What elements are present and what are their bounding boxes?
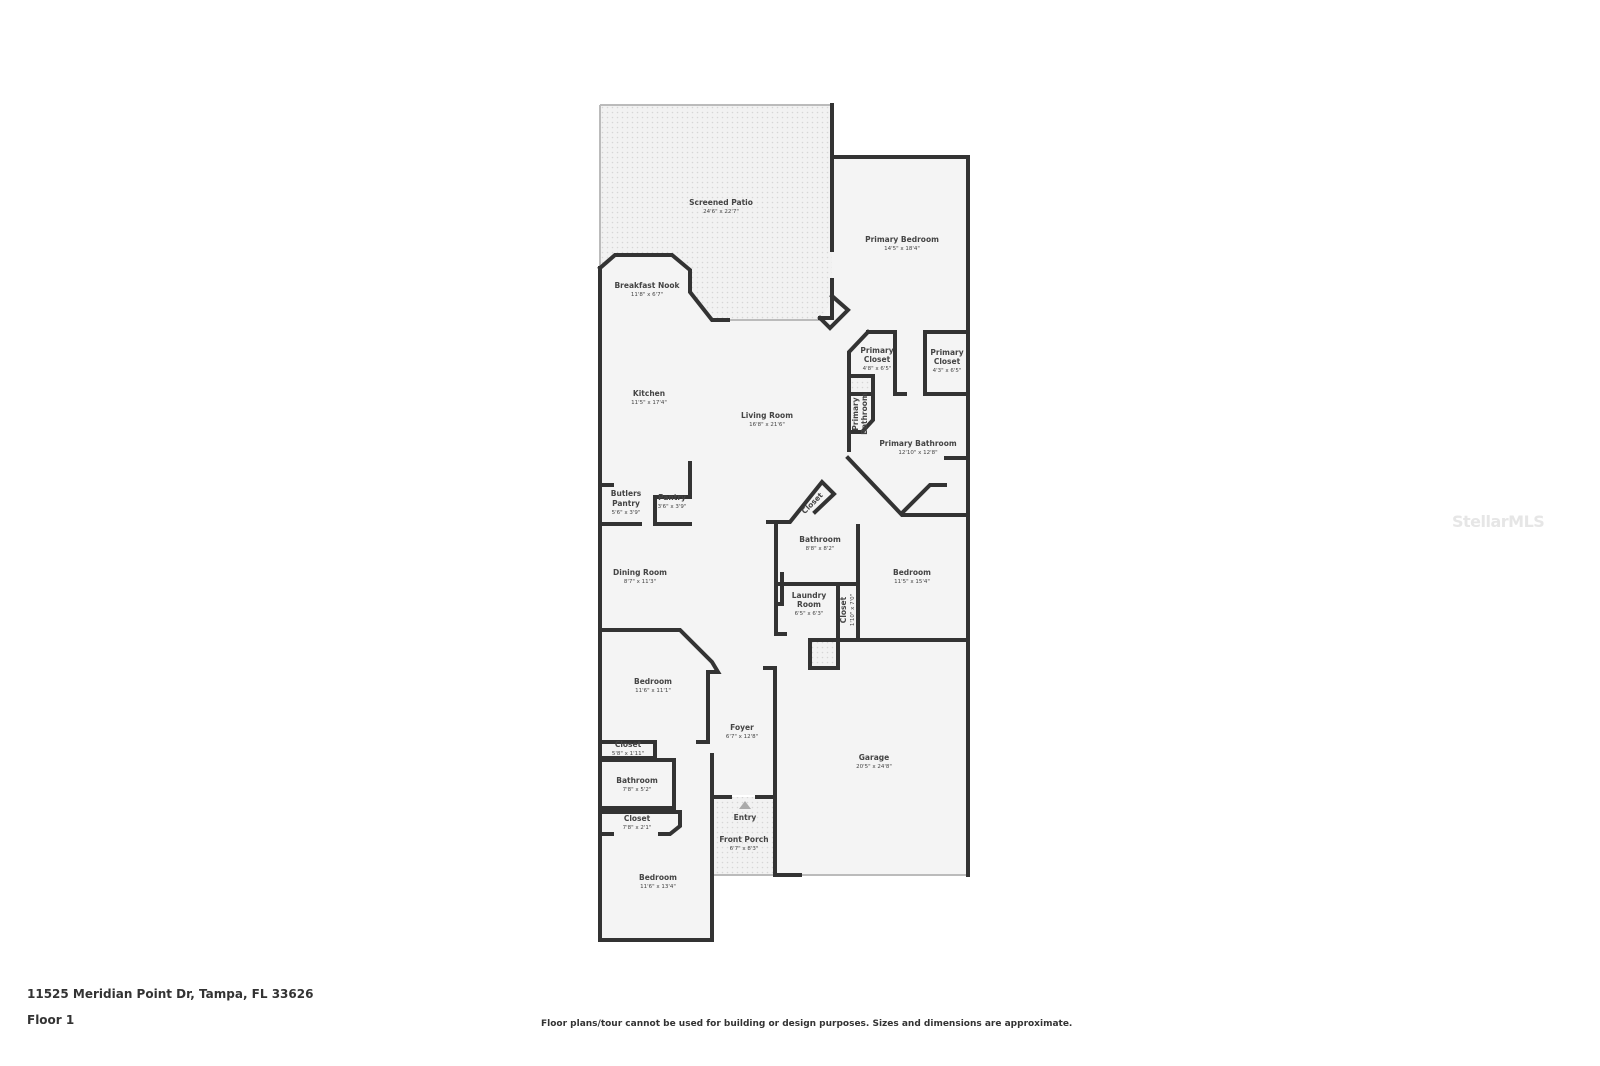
room-name: Front Porch	[719, 835, 768, 844]
front-porch-floor	[712, 797, 775, 875]
walls	[597, 103, 970, 942]
room-dims: 8'8" x 8'2"	[806, 546, 835, 552]
room-name: Room	[797, 600, 821, 609]
room-name: Closet	[839, 596, 848, 623]
room-name: Entry	[734, 813, 757, 822]
room-name: Garage	[859, 753, 889, 762]
room-name: Screened Patio	[689, 198, 753, 207]
room-name: Primary	[930, 348, 963, 357]
room-name: Primary	[851, 397, 860, 430]
entry-arrow-icon	[739, 801, 751, 809]
room-dims: 7'8" x 5'2"	[623, 787, 652, 793]
room-name: Closet	[864, 355, 891, 364]
room-dims: 8'7" x 11'3"	[624, 579, 656, 585]
room-dims: 11'6" x 13'4"	[640, 884, 676, 890]
room-dims: 20'5" x 24'8"	[856, 764, 892, 770]
disclaimer: Floor plans/tour cannot be used for buil…	[541, 1019, 1073, 1029]
room-dims: 5'8" x 1'11"	[612, 751, 644, 757]
room-name: Closet	[624, 814, 651, 823]
room-dims: 24'6" x 22'7"	[703, 209, 739, 215]
room-dims: 14'5" x 18'4"	[884, 246, 920, 252]
room-dims: 5'6" x 3'9"	[612, 510, 641, 516]
room-name: Foyer	[730, 723, 754, 732]
interior-floor	[600, 157, 968, 940]
property-address: 11525 Meridian Point Dr, Tampa, FL 33626	[27, 987, 314, 1001]
room-name: Pantry	[658, 493, 686, 502]
windows	[599, 104, 968, 876]
room-name: Dining Room	[613, 568, 667, 577]
room-dims: 11'5" x 15'4"	[894, 579, 930, 585]
room-name: Primary Bedroom	[865, 235, 939, 244]
room-dims: 1'10" x 7'0"	[850, 594, 856, 626]
room-dims: 3'6" x 3'9"	[658, 504, 687, 510]
room-labels: Screened Patio 24'6" x 22'7" Primary Bed…	[611, 198, 964, 890]
room-name: Closet	[934, 357, 961, 366]
room-dims: 7'8" x 2'1"	[623, 825, 652, 831]
room-dims: 12'10" x 12'8"	[898, 450, 937, 456]
room-name: Breakfast Nook	[614, 281, 680, 290]
room-dims: 11'8" x 6'7"	[631, 292, 663, 298]
room-dims: 11'6" x 11'1"	[635, 688, 671, 694]
closet-floor	[851, 376, 873, 394]
room-dims: 6'7" x 8'3"	[730, 846, 759, 852]
floor-label: Floor 1	[27, 1013, 75, 1027]
laundry-nook-floor	[810, 641, 838, 668]
room-name: Bedroom	[639, 873, 677, 882]
watermark: StellarMLS	[1452, 512, 1545, 531]
room-name: Bathroom	[860, 393, 869, 435]
room-dims: 16'8" x 21'6"	[749, 422, 785, 428]
room-name: Living Room	[741, 411, 793, 420]
room-name: Laundry	[792, 591, 827, 600]
room-name: Butlers	[611, 489, 642, 498]
room-fills	[600, 105, 968, 940]
room-name: Primary Bathroom	[879, 439, 957, 448]
room-name: Bathroom	[799, 535, 841, 544]
room-name: Primary	[860, 346, 893, 355]
room-name: Closet	[615, 740, 642, 749]
room-name: Bathroom	[616, 776, 658, 785]
room-dims: 6'7" x 12'8"	[726, 734, 758, 740]
room-dims: 4'3" x 6'5"	[933, 368, 962, 374]
room-dims: 11'5" x 17'4"	[631, 400, 667, 406]
room-name: Bedroom	[893, 568, 931, 577]
room-name: Pantry	[612, 499, 640, 508]
room-name: Bedroom	[634, 677, 672, 686]
room-dims: 6'5" x 6'3"	[795, 611, 824, 617]
room-name: Kitchen	[633, 389, 665, 398]
screened-patio-floor	[600, 105, 832, 320]
room-dims: 4'8" x 6'5"	[863, 366, 892, 372]
